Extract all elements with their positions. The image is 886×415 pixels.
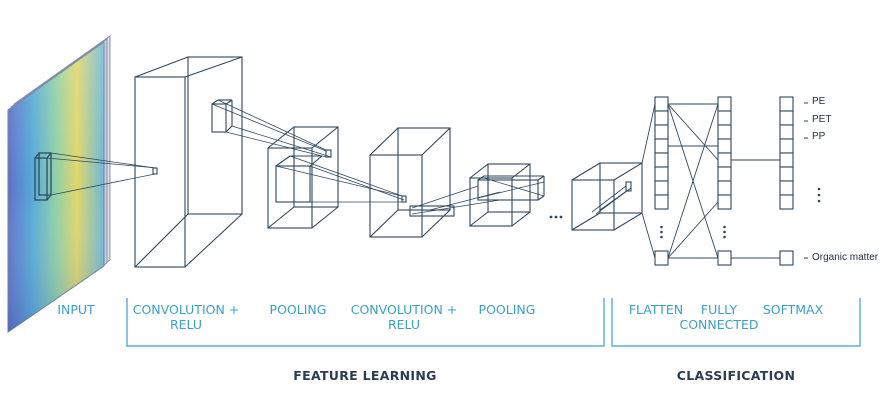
layer-volumes	[134, 56, 643, 268]
label-softmax: SOFTMAX	[762, 302, 824, 317]
conv1-volume	[134, 56, 243, 268]
input-image	[7, 35, 111, 333]
label-conv1-line1: CONVOLUTION +	[132, 302, 240, 317]
label-conv1-line2: RELU	[169, 317, 203, 332]
conv2-volume	[369, 127, 455, 238]
class-label-pp: PP	[812, 131, 826, 142]
feature-learning-bracket	[126, 298, 605, 347]
label-conv2: CONVOLUTION + RELU	[351, 302, 458, 332]
label-conv2-line1: CONVOLUTION +	[350, 302, 458, 317]
classification-bracket	[611, 298, 861, 347]
dense-connections	[641, 103, 780, 259]
section-classification: CLASSIFICATION	[676, 368, 796, 383]
flatten-volume	[571, 162, 643, 231]
pool2-volume	[469, 163, 545, 227]
horizontal-ellipsis	[549, 215, 563, 219]
class-label-pe: PE	[812, 96, 826, 107]
section-brackets	[126, 298, 861, 347]
class-label-organic-matter: Organic matter	[812, 252, 879, 263]
label-fully-line1: FULLY	[700, 302, 738, 317]
label-flatten: FLATTEN	[628, 302, 684, 317]
label-conv1: CONVOLUTION + RELU	[133, 302, 240, 332]
softmax-column	[779, 96, 794, 266]
fully-connected-column	[717, 96, 732, 266]
label-conv2-line2: RELU	[387, 317, 421, 332]
projection-lines	[46, 99, 632, 215]
label-input: INPUT	[57, 302, 95, 317]
section-feature-learning: FEATURE LEARNING	[293, 368, 437, 383]
flatten-column	[654, 96, 669, 266]
pool1-volume	[267, 126, 339, 229]
label-pool1: POOLING	[269, 302, 327, 317]
class-markers	[804, 102, 808, 259]
dense-columns	[654, 96, 794, 266]
class-label-pet: PET	[812, 114, 832, 125]
vertical-dots-icon	[660, 187, 821, 239]
label-fully-line2: CONNECTED	[679, 317, 759, 332]
label-pool2: POOLING	[478, 302, 536, 317]
label-fully-connected: FULLY CONNECTED	[679, 302, 758, 332]
